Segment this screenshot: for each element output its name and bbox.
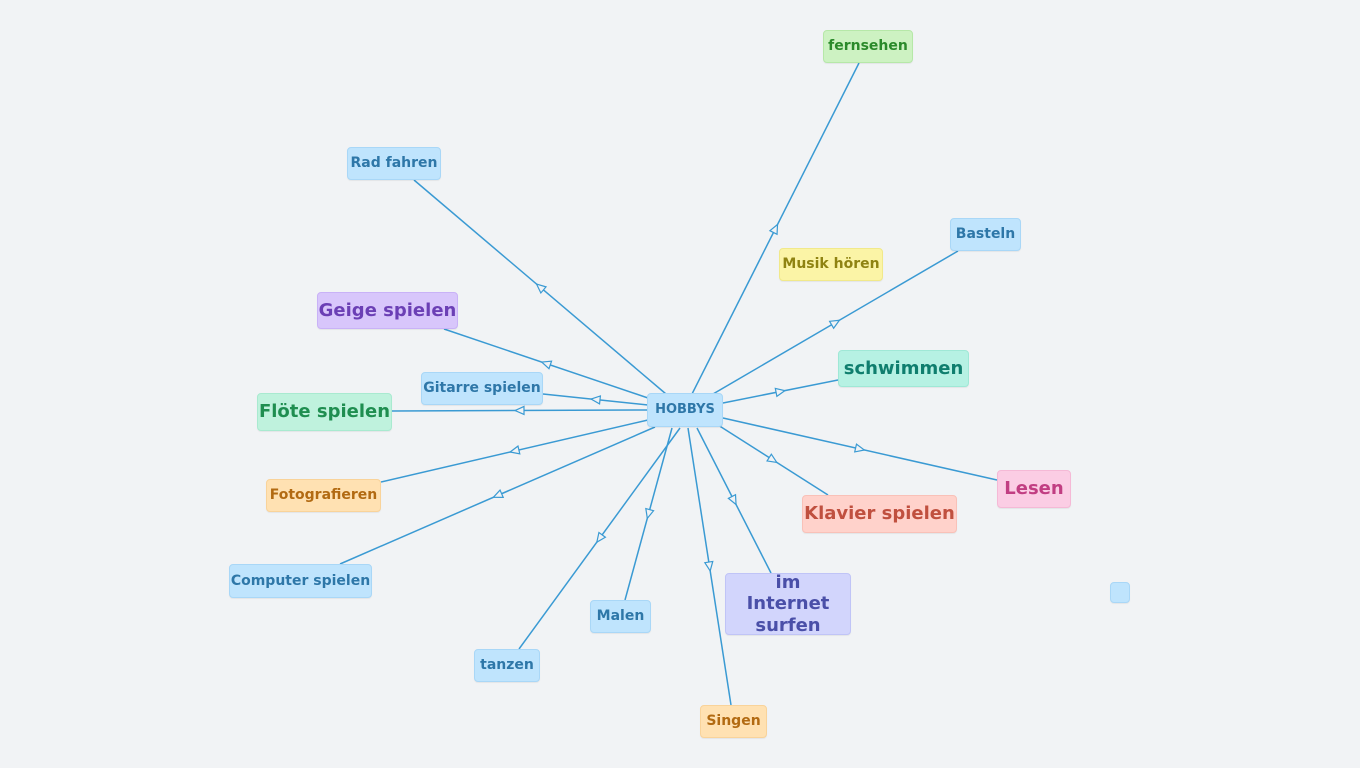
node-schwimmen[interactable]: schwimmen [838, 350, 969, 387]
node-musik-hoeren[interactable]: Musik hören [779, 248, 883, 281]
node-geige-spielen[interactable]: Geige spielen [317, 292, 458, 329]
arrowhead-tanzen [595, 531, 607, 544]
center-node[interactable]: HOBBYS [647, 393, 723, 427]
arrowhead-floete-spielen [513, 405, 525, 416]
node-malen[interactable]: Malen [590, 600, 651, 633]
node-im-internet-surfen[interactable]: im Internet surfen [725, 572, 851, 636]
arrowhead-lesen [853, 443, 866, 453]
arrowhead-rad-fahren [535, 283, 548, 295]
arrowhead-singen [703, 560, 714, 573]
arrowhead-malen [645, 507, 655, 520]
arrowhead-computer-spielen [492, 488, 505, 498]
arrowhead-fotografieren [508, 445, 521, 455]
node-fernsehen[interactable]: fernsehen [823, 30, 913, 63]
arrowhead-klavier-spielen [766, 453, 779, 464]
arrowhead-basteln [828, 319, 841, 330]
node-fotografieren[interactable]: Fotografieren [266, 479, 381, 512]
node-basteln[interactable]: Basteln [950, 218, 1021, 251]
node-computer-spielen[interactable]: Computer spielen [229, 564, 372, 598]
arrowhead-im-internet-surfen [727, 493, 737, 506]
empty-node[interactable] [1110, 582, 1130, 603]
arrowhead-gitarre-spielen [589, 395, 602, 405]
node-tanzen[interactable]: tanzen [474, 649, 540, 682]
node-rad-fahren[interactable]: Rad fahren [347, 147, 441, 180]
arrowhead-fernsehen [768, 223, 779, 236]
node-floete-spielen[interactable]: Flöte spielen [257, 393, 392, 431]
arrowhead-geige-spielen [540, 360, 553, 370]
node-klavier-spielen[interactable]: Klavier spielen [802, 495, 957, 533]
node-lesen[interactable]: Lesen [997, 470, 1071, 508]
arrowhead-schwimmen [774, 387, 787, 398]
node-singen[interactable]: Singen [700, 705, 767, 738]
node-gitarre-spielen[interactable]: Gitarre spielen [421, 372, 543, 405]
